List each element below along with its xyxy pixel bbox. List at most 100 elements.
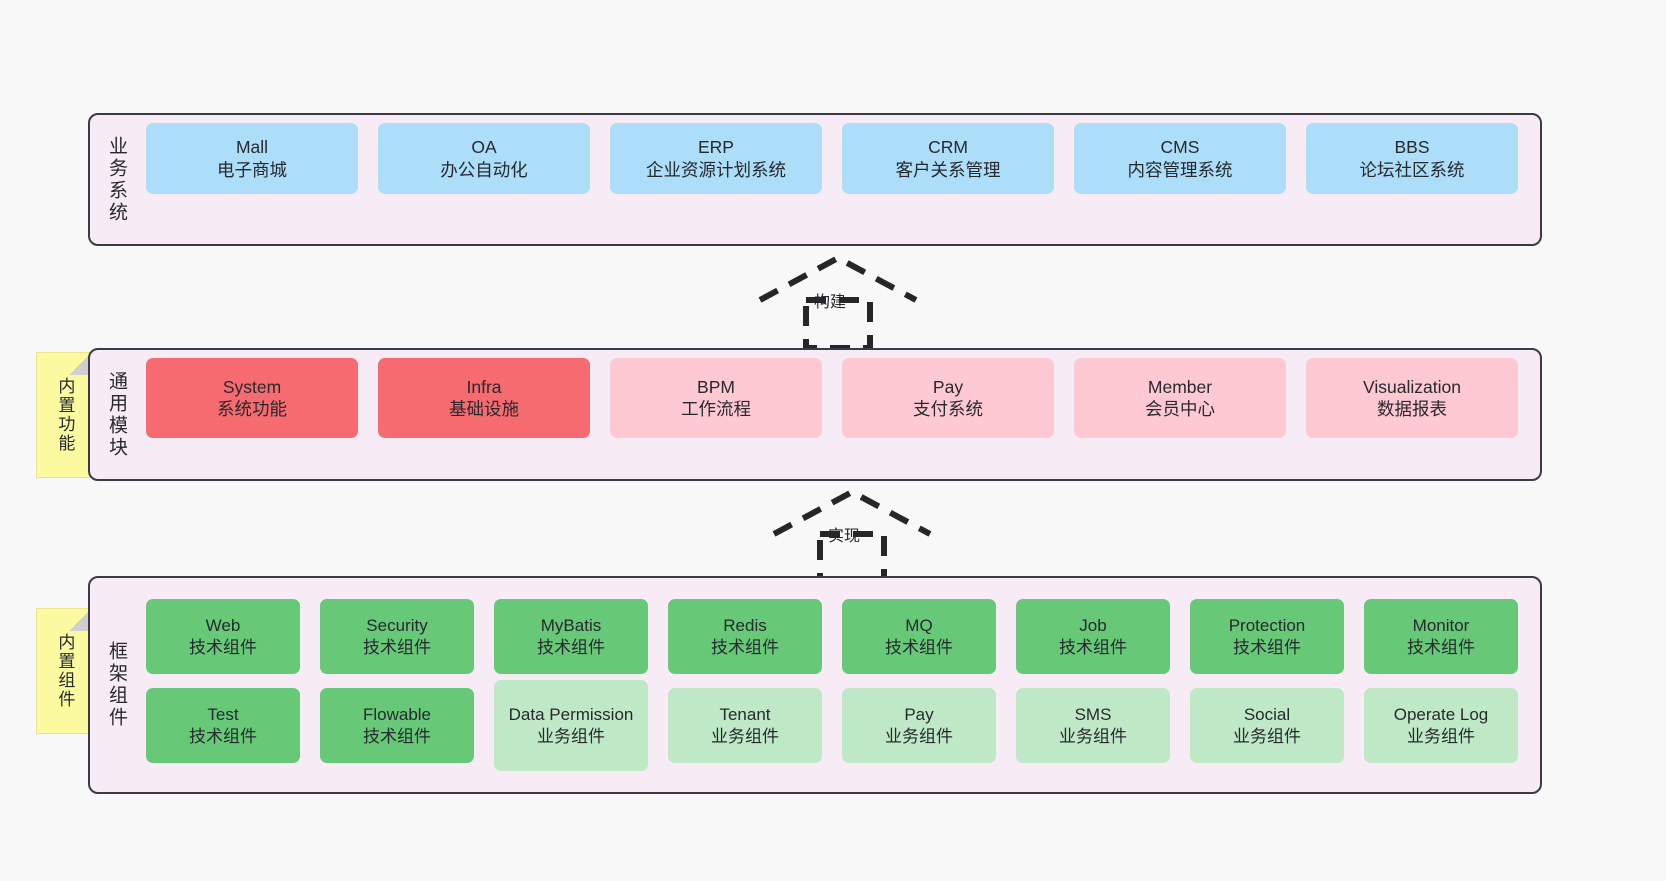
box-title: SMS <box>1074 704 1112 724</box>
layer-business-systems: 业务系统 Mall 电子商城 OA 办公自动化 ERP 企业资源计划系统 CRM… <box>88 113 1542 246</box>
box-job[interactable]: Job 技术组件 <box>1016 599 1170 674</box>
layer-title-modules: 通用模块 <box>105 370 127 459</box>
box-subtitle: 办公自动化 <box>440 159 528 180</box>
box-bbs[interactable]: BBS 论坛社区系统 <box>1306 123 1518 194</box>
box-member[interactable]: Member 会员中心 <box>1074 358 1286 438</box>
box-subtitle: 会员中心 <box>1145 399 1215 419</box>
box-tenant[interactable]: Tenant 业务组件 <box>668 688 822 763</box>
box-subtitle: 技术组件 <box>537 637 605 657</box>
box-title: BBS <box>1394 137 1430 158</box>
box-title: Web <box>205 615 241 635</box>
box-subtitle: 系统功能 <box>217 399 287 419</box>
box-subtitle: 技术组件 <box>1407 637 1475 657</box>
box-title: Flowable <box>362 704 432 724</box>
box-bpm[interactable]: BPM 工作流程 <box>610 358 822 438</box>
box-title: CRM <box>928 137 968 158</box>
box-title: Protection <box>1228 615 1306 635</box>
box-subtitle: 内容管理系统 <box>1127 159 1233 180</box>
box-title: Redis <box>723 615 767 635</box>
box-title: Social <box>1243 704 1291 724</box>
note-built-in-function: 内置功能 <box>36 352 92 478</box>
note-label: 内置功能 <box>55 377 75 453</box>
framework-row-2: Test 技术组件 Flowable 技术组件 Data Permission … <box>136 680 1528 771</box>
note-built-in-component: 内置组件 <box>36 608 92 734</box>
box-title: Member <box>1147 376 1213 397</box>
box-infra[interactable]: Infra 基础设施 <box>378 358 590 438</box>
box-subtitle: 技术组件 <box>1059 637 1127 657</box>
box-social[interactable]: Social 业务组件 <box>1190 688 1344 763</box>
box-flowable[interactable]: Flowable 技术组件 <box>320 688 474 763</box>
box-subtitle: 支付系统 <box>913 399 983 419</box>
box-subtitle: 客户关系管理 <box>895 159 1001 180</box>
box-security[interactable]: Security 技术组件 <box>320 599 474 674</box>
box-mq[interactable]: MQ 技术组件 <box>842 599 996 674</box>
box-title: CMS <box>1160 137 1200 158</box>
box-system[interactable]: System 系统功能 <box>146 358 358 438</box>
box-subtitle: 基础设施 <box>449 399 519 419</box>
box-subtitle: 技术组件 <box>711 637 779 657</box>
modules-box-row: System 系统功能 Infra 基础设施 BPM 工作流程 Pay 支付系统… <box>136 358 1528 471</box>
layer-title-framework: 框架组件 <box>105 641 127 729</box>
box-mall[interactable]: Mall 电子商城 <box>146 123 358 194</box>
box-title: MQ <box>905 615 933 635</box>
box-pay-component[interactable]: Pay 业务组件 <box>842 688 996 763</box>
framework-row-1: Web 技术组件 Security 技术组件 MyBatis 技术组件 Redi… <box>136 599 1528 674</box>
layer-title-business: 业务系统 <box>105 135 127 224</box>
box-subtitle: 业务组件 <box>1407 726 1475 746</box>
box-monitor[interactable]: Monitor 技术组件 <box>1364 599 1518 674</box>
box-sms[interactable]: SMS 业务组件 <box>1016 688 1170 763</box>
box-erp[interactable]: ERP 企业资源计划系统 <box>610 123 822 194</box>
box-subtitle: 业务组件 <box>885 726 953 746</box>
box-test[interactable]: Test 技术组件 <box>146 688 300 763</box>
box-title: ERP <box>698 137 734 158</box>
box-subtitle: 企业资源计划系统 <box>646 159 786 180</box>
connector-implement-label: 实现 <box>828 528 861 545</box>
layer-common-modules: 通用模块 System 系统功能 Infra 基础设施 BPM 工作流程 Pay… <box>88 348 1542 481</box>
box-title: MyBatis <box>540 615 602 635</box>
box-title: System <box>222 376 282 397</box>
box-title: Infra <box>466 376 502 397</box>
box-title: OA <box>471 137 497 158</box>
framework-rows: Web 技术组件 Security 技术组件 MyBatis 技术组件 Redi… <box>136 586 1528 784</box>
box-cms[interactable]: CMS 内容管理系统 <box>1074 123 1286 194</box>
box-title: Visualization <box>1363 376 1461 397</box>
box-data-permission[interactable]: Data Permission 业务组件 <box>494 680 648 771</box>
connector-build: 构建 <box>748 252 928 351</box>
business-box-row: Mall 电子商城 OA 办公自动化 ERP 企业资源计划系统 CRM 客户关系… <box>136 123 1528 236</box>
box-subtitle: 业务组件 <box>1233 726 1301 746</box>
box-operate-log[interactable]: Operate Log 业务组件 <box>1364 688 1518 763</box>
box-oa[interactable]: OA 办公自动化 <box>378 123 590 194</box>
box-title: Pay <box>904 704 934 724</box>
box-title: Security <box>366 615 428 635</box>
box-protection[interactable]: Protection 技术组件 <box>1190 599 1344 674</box>
box-subtitle: 业务组件 <box>1059 726 1127 746</box>
box-subtitle: 技术组件 <box>363 726 431 746</box>
connector-implement: 实现 <box>762 486 942 585</box>
box-redis[interactable]: Redis 技术组件 <box>668 599 822 674</box>
connector-build-label: 构建 <box>814 294 847 311</box>
box-title: Mall <box>235 137 269 158</box>
box-pay-module[interactable]: Pay 支付系统 <box>842 358 1054 438</box>
box-subtitle: 业务组件 <box>537 726 605 746</box>
box-subtitle: 电子商城 <box>217 159 287 180</box>
box-subtitle: 数据报表 <box>1377 399 1447 419</box>
box-title: Test <box>207 704 239 724</box>
box-visualization[interactable]: Visualization 数据报表 <box>1306 358 1518 438</box>
box-subtitle: 业务组件 <box>711 726 779 746</box>
note-label: 内置组件 <box>55 633 75 709</box>
box-title: Job <box>1079 615 1107 635</box>
box-subtitle: 论坛社区系统 <box>1359 159 1465 180</box>
box-subtitle: 工作流程 <box>681 399 751 419</box>
box-web[interactable]: Web 技术组件 <box>146 599 300 674</box>
box-mybatis[interactable]: MyBatis 技术组件 <box>494 599 648 674</box>
box-title: BPM <box>697 376 735 397</box>
box-title: Operate Log <box>1393 704 1489 724</box>
box-subtitle: 技术组件 <box>1233 637 1301 657</box>
layer-framework-components: 框架组件 Web 技术组件 Security 技术组件 MyBatis 技术组件… <box>88 576 1542 794</box>
box-title: Monitor <box>1412 615 1470 635</box>
box-subtitle: 技术组件 <box>189 637 257 657</box>
box-crm[interactable]: CRM 客户关系管理 <box>842 123 1054 194</box>
box-title: Pay <box>932 376 964 397</box>
box-title: Data Permission <box>508 704 634 724</box>
